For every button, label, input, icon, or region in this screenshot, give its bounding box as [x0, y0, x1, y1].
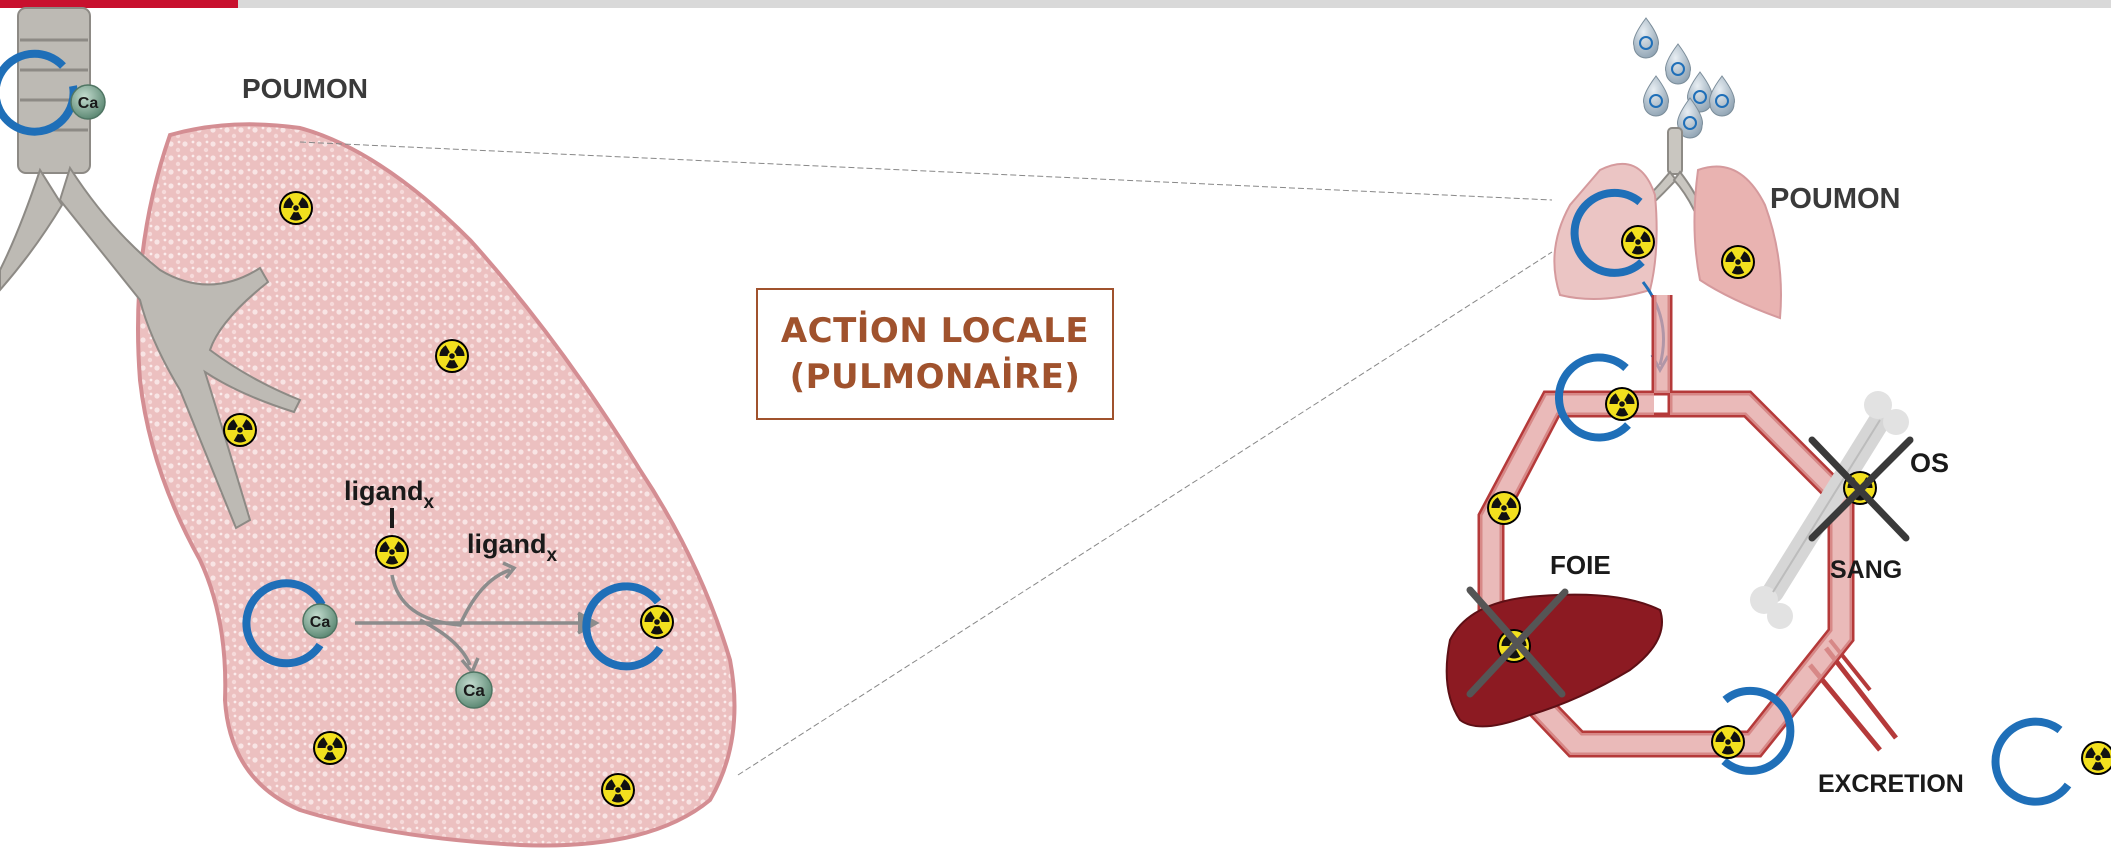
radiation-icon — [313, 731, 347, 765]
droplet-icon — [1710, 76, 1735, 116]
action-line-2: (PULMONAİRE) — [790, 354, 1081, 400]
droplet-icon — [1644, 76, 1669, 116]
radiation-icon — [640, 605, 674, 639]
chelator-ring-icon — [1996, 722, 2068, 802]
droplet-icon — [1666, 44, 1691, 84]
liver-label: FOIE — [1550, 550, 1611, 580]
action-line-1: ACTİON LOCALE — [781, 308, 1089, 354]
lung-label-right: POUMON — [1770, 183, 1901, 215]
blood-label: SANG — [1830, 556, 1902, 584]
liver-icon — [1447, 595, 1662, 727]
radiation-icon — [279, 191, 313, 225]
bone-label: OS — [1910, 448, 1949, 478]
top-bar-grey — [238, 0, 2111, 8]
lung-label-left: POUMON — [242, 73, 368, 104]
radiation-icon — [1621, 225, 1655, 259]
radiation-icon — [1605, 387, 1639, 421]
radiation-icon — [1711, 725, 1745, 759]
radiation-icon — [435, 339, 469, 373]
calcium-ion-icon: Ca — [303, 604, 337, 638]
calcium-label: Ca — [310, 614, 331, 631]
radiation-icon — [1721, 245, 1755, 279]
radiation-icon — [601, 773, 635, 807]
zoom-line-top — [300, 142, 1552, 200]
radiation-icon — [375, 535, 409, 569]
droplets — [1634, 18, 1735, 138]
calcium-ion-icon: Ca — [456, 672, 492, 708]
excretion-label: EXCRETION — [1818, 770, 1964, 798]
calcium-label: Ca — [78, 95, 99, 112]
radiation-icon — [1487, 491, 1521, 525]
radiation-icon — [2081, 741, 2111, 775]
local-action-box: ACTİON LOCALE (PULMONAİRE) — [756, 288, 1114, 420]
calcium-label: Ca — [463, 681, 485, 700]
droplet-icon — [1634, 18, 1659, 58]
top-bar-red — [0, 0, 238, 8]
radiation-icon — [223, 413, 257, 447]
lung-small-right — [1694, 167, 1781, 318]
calcium-ion-icon: Ca — [71, 85, 105, 119]
